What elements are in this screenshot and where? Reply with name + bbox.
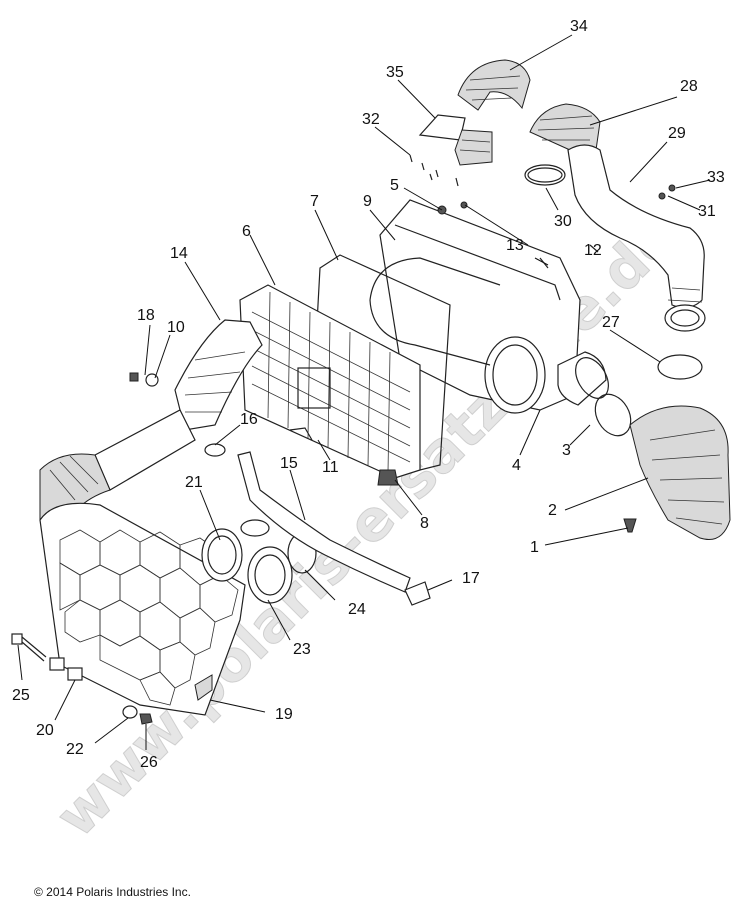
airbox-outlet: [557, 351, 609, 406]
callout-18: 18: [137, 307, 155, 324]
part-20-spacer-b: [67, 667, 83, 681]
callout-22: 22: [66, 741, 84, 758]
callout-7: 7: [310, 193, 319, 210]
callout-28: 28: [680, 78, 698, 95]
part-35-boots: [418, 114, 493, 166]
part-13-screw: [460, 201, 468, 209]
part-4-airbox-housing: [369, 199, 581, 414]
callout-25: 25: [12, 687, 30, 704]
callout-6: 6: [242, 223, 251, 240]
callout-17: 17: [462, 570, 480, 587]
part-23-coupler: [247, 546, 293, 604]
callout-10: 10: [167, 319, 185, 336]
part-30-clamp: [524, 164, 566, 186]
callout-32: 32: [362, 111, 380, 128]
callout-13: 13: [506, 237, 524, 254]
leader-lines: [17, 34, 711, 750]
part-3-clamp: [594, 393, 632, 437]
callout-23: 23: [293, 641, 311, 658]
callout-16: 16: [240, 411, 258, 428]
part-1-push-pin: [623, 518, 637, 533]
part-22-grommet: [122, 705, 138, 719]
part-34-intake-boot: [457, 59, 531, 111]
part-15-breather-tube: [237, 451, 411, 593]
callout-34: 34: [570, 18, 588, 35]
part-2-elbow-hose: [629, 405, 731, 540]
callout-27: 27: [602, 314, 620, 331]
callout-29: 29: [668, 125, 686, 142]
callout-14: 14: [170, 245, 188, 262]
part-16-clamp: [204, 443, 226, 457]
part-6-filter-grid: [239, 284, 421, 479]
part-25-bolt: [11, 633, 47, 662]
part-27-clamp: [657, 354, 703, 380]
callout-1: 1: [530, 539, 539, 556]
callout-11: 11: [322, 459, 339, 476]
part-28-hose-inlet: [529, 103, 601, 151]
callout-15: 15: [280, 455, 298, 472]
callout-3: 3: [562, 442, 571, 459]
callout-4: 4: [512, 457, 521, 474]
part-11-clip: [289, 427, 313, 441]
part-8-latch: [377, 469, 399, 486]
callout-30: 30: [554, 213, 572, 230]
callout-31: 31: [698, 203, 716, 220]
part-14-intake-hose: [174, 319, 263, 431]
callout-5: 5: [390, 177, 399, 194]
callout-12: 12: [584, 242, 602, 259]
part-26-nut: [139, 713, 153, 725]
callout-19: 19: [275, 706, 293, 723]
part-17-cap: [404, 581, 431, 606]
callout-35: 35: [386, 64, 404, 81]
part-21-clamp: [240, 519, 270, 537]
main-intake-tube: [39, 409, 196, 521]
callout-24: 24: [348, 601, 366, 618]
callout-21: 21: [185, 474, 203, 491]
callout-8: 8: [420, 515, 429, 532]
copyright-notice: © 2014 Polaris Industries Inc.: [34, 885, 191, 899]
callout-labels: 1 2 3 4 5 6 7 8 9 10 11 12 13 14 15 16 1…: [12, 18, 725, 771]
part-32-screws: [409, 154, 459, 187]
callout-9: 9: [363, 193, 372, 210]
part-20-spacer-a: [49, 657, 65, 671]
part-10-washer: [145, 373, 159, 387]
callout-20: 20: [36, 722, 54, 739]
callout-33: 33: [707, 169, 725, 186]
part-29-intake-duct: [567, 144, 706, 332]
part-18-bolt: [129, 372, 139, 382]
callout-2: 2: [548, 502, 557, 519]
part-31-fastener: [658, 192, 666, 200]
part-21-coupler: [201, 528, 243, 582]
part-33-fastener: [668, 184, 676, 192]
callout-26: 26: [140, 754, 158, 771]
